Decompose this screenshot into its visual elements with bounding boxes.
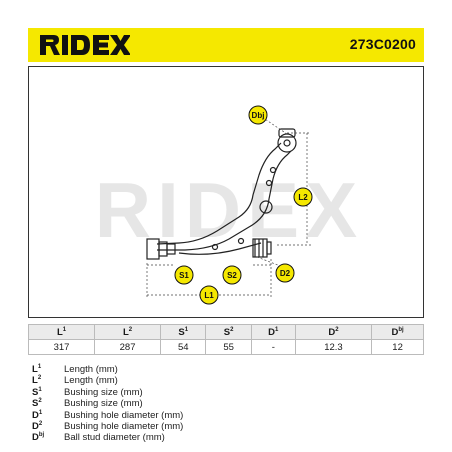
legend-text: Bushing hole diameter (mm): [64, 409, 184, 421]
legend-key: D1: [32, 409, 43, 421]
legend-text: Length (mm): [64, 375, 118, 387]
specs-value-cell: 12: [371, 339, 424, 355]
specs-value-cell: -: [250, 339, 296, 355]
dimension-labels: Dbj L2 S1 S2 D2 L1: [174, 105, 313, 305]
specs-value-cell: 55: [205, 339, 252, 355]
legend-key: L1: [32, 363, 42, 375]
label-bubble-l1: [199, 285, 219, 305]
label-bubble-d2: [275, 263, 295, 283]
legend-key: S1: [32, 386, 42, 398]
label-l1: L1: [204, 291, 214, 300]
label-s1: S1: [179, 271, 189, 280]
specs-value-cell: 317: [27, 339, 96, 355]
specs-value-cell: 287: [94, 339, 162, 355]
label-d2: D2: [280, 269, 291, 278]
control-arm-outline: [146, 128, 297, 260]
specs-header-cell: L1: [27, 324, 96, 340]
specs-header-cell: S2: [205, 324, 252, 340]
ridex-logo: [40, 35, 130, 55]
product-sheet: 273C0200 RIDEX: [27, 28, 424, 443]
legend-item: S1 Bushing size (mm): [32, 387, 183, 398]
control-arm-diagram: RIDEX: [95, 105, 363, 305]
legend-item: S2 Bushing size (mm): [32, 398, 183, 409]
legend-item: L1 Length (mm): [32, 364, 183, 375]
legend-text: Ball stud diameter (mm): [64, 432, 165, 444]
specs-value-cell: 54: [160, 339, 207, 355]
legend-text: Bushing size (mm): [64, 398, 143, 410]
label-bubble-s1: [174, 265, 194, 285]
part-number: 273C0200: [349, 36, 416, 52]
specs-header-cell: S1: [160, 324, 207, 340]
specs-header-cell: L2: [94, 324, 162, 340]
specs-header-row: L1 L2 S1 S2 D1 D2 Dbj: [27, 324, 424, 340]
legend-text: Bushing size (mm): [64, 386, 143, 398]
label-bubble-s2: [222, 265, 242, 285]
legend-item: D2 Bushing hole diameter (mm): [32, 421, 183, 432]
legend-key: S2: [32, 398, 42, 410]
label-dbj: Dbj: [252, 111, 265, 120]
specs-value-row: 317 287 54 55 - 12.3 12: [27, 339, 424, 355]
specs-table: L1 L2 S1 S2 D1 D2 Dbj 317 287 54 55 - 12…: [27, 324, 424, 355]
header-bar: 273C0200: [28, 28, 424, 62]
label-l2: L2: [298, 193, 308, 202]
legend-key: D2: [32, 420, 43, 433]
legend-key: Dbj: [32, 432, 45, 444]
legend-text: Bushing hole diameter (mm): [64, 421, 184, 433]
legend-item: D1 Bushing hole diameter (mm): [32, 409, 184, 421]
label-bubble-dbj: [248, 105, 268, 125]
technical-drawing: RIDEX: [28, 66, 424, 318]
legend-key: L2: [32, 375, 42, 387]
specs-header-cell: D1: [250, 324, 296, 340]
specs-header-cell: Dbj: [371, 324, 424, 340]
label-bubble-l2: [293, 187, 313, 207]
specs-value-cell: 12.3: [294, 339, 373, 355]
specs-header-cell: D2: [294, 324, 373, 340]
label-s2: S2: [227, 271, 237, 280]
legend-item: Dbj Ball stud diameter (mm): [32, 432, 183, 443]
watermark-text: RIDEX: [95, 166, 363, 254]
legend-item: L2 Length (mm): [32, 375, 183, 386]
legend-text: Length (mm): [64, 364, 118, 375]
legend: L1 Length (mm) L2 Length (mm) S1 Bushing…: [32, 364, 183, 444]
